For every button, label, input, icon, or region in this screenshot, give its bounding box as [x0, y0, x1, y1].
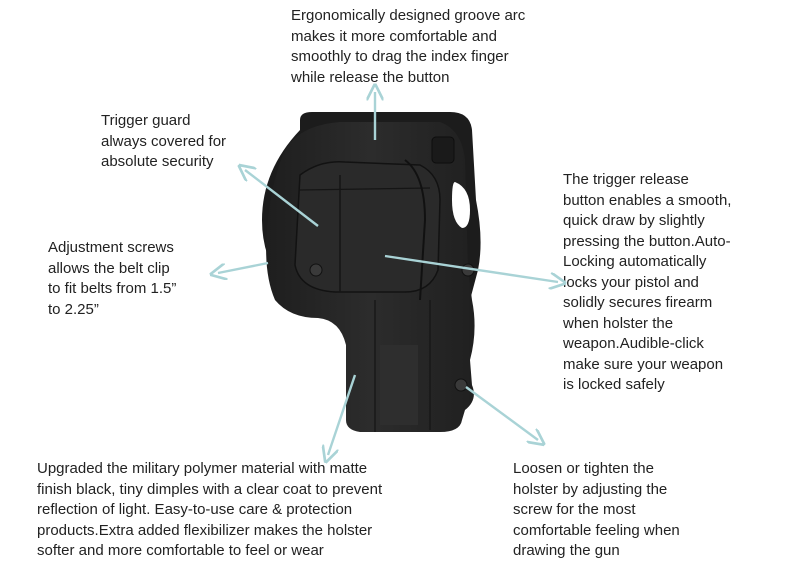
tension-screw: [454, 378, 468, 392]
arrow-adjustment-screws: [218, 261, 269, 273]
adjustment-screw: [309, 263, 323, 277]
arrow-tension-screw: [465, 386, 538, 440]
callout-adjustment-screws: Adjustment screws allows the belt clip t…: [48, 239, 177, 318]
callout-trigger-guard: Trigger guard always covered for absolut…: [101, 112, 227, 170]
arrow-trigger-guard: [245, 170, 319, 227]
paddle-slot: [452, 182, 470, 228]
arrow-polymer-material: [328, 374, 357, 455]
callout-groove-arc: Ergonomically designed groove arc makes …: [291, 7, 526, 86]
callout-arrows: [218, 92, 558, 455]
arrow-trigger-release: [384, 254, 558, 282]
callout-trigger-release: The trigger release button enables a smo…: [563, 171, 732, 393]
top-tab: [431, 136, 455, 164]
callout-tension-screw: Loosen or tighten the holster by adjusti…: [513, 460, 680, 559]
release-button: [404, 159, 427, 301]
callout-polymer-material: Upgraded the military polymer material w…: [37, 460, 383, 559]
